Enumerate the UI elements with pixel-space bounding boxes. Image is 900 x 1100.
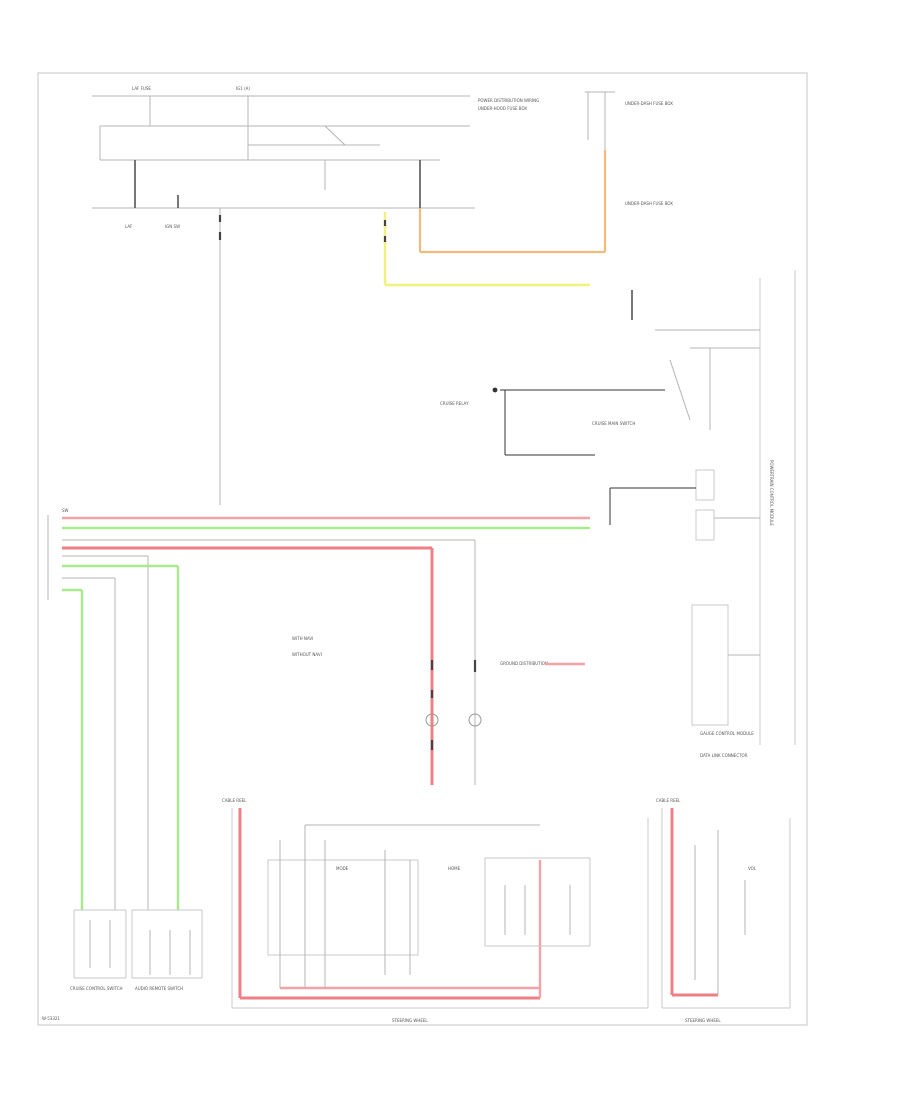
label-fuse-b: IG1 (A) (236, 86, 250, 91)
label-switch: CRUISE MAIN SWITCH (592, 421, 635, 426)
label-switch-block-c: VOL (748, 866, 757, 871)
label-bottom-left-a: CRUISE CONTROL SWITCH (70, 986, 123, 991)
label-module-right: POWERTRAIN CONTROL MODULE (769, 460, 774, 526)
fuse-taps (134, 160, 421, 505)
gray-parallel (62, 539, 482, 785)
steering-box-left: CABLE REEL MODE HOME (222, 798, 649, 1009)
bottom-left-switches (73, 909, 203, 979)
orange-wire (418, 91, 615, 254)
label-vertical-note: DATA LINK CONNECTOR (700, 753, 748, 758)
label-power-note: POWER DISTRIBUTION WIRING (478, 98, 539, 103)
diagram-code: W-53321 (42, 1016, 60, 1021)
label-tap-a: LAF (125, 224, 133, 229)
diagram-frame (37, 72, 808, 1026)
label-steering-box-right: CABLE REEL (656, 798, 681, 803)
label-relay: CRUISE RELAY (440, 401, 469, 406)
label-tap-b: IGN SW (165, 224, 180, 229)
legend-item-2: WITHOUT NAVI (292, 652, 322, 657)
label-fuse-box-mid: UNDER-DASH FUSE BOX (625, 101, 673, 106)
label-fuse-box-right: UNDER-DASH FUSE BOX (625, 201, 673, 206)
red-wire (62, 546, 439, 785)
legend: WITH NAVI WITHOUT NAVI (292, 636, 322, 657)
label-fuse-a: LAF FUSE (132, 86, 151, 91)
label-ground: GROUND DISTRIBUTION (500, 661, 548, 666)
top-bus (92, 95, 475, 209)
steering-box-right: CABLE REEL VOL (656, 798, 791, 1009)
right-module (631, 270, 796, 745)
label-module-lower: GAUGE CONTROL MODULE (700, 731, 754, 736)
label-steering-left: STEERING WHEEL (392, 1018, 428, 1023)
yellow-wire (383, 212, 590, 287)
relay-switch (492, 387, 665, 456)
left-drops (62, 555, 180, 910)
label-left-stack: SW (62, 508, 69, 513)
label-switch-block-b: HOME (448, 866, 461, 871)
label-bottom-left-b: AUDIO REMOTE SWITCH (135, 986, 183, 991)
label-switch-block-a: MODE (336, 866, 349, 871)
label-fuse-box-left: UNDER-HOOD FUSE BOX (478, 106, 527, 111)
label-steering-right: STEERING WHEEL (685, 1018, 721, 1023)
label-steering-box-left: CABLE REEL (222, 798, 247, 803)
left-connector-stack: SW (47, 508, 69, 600)
legend-item-1: WITH NAVI (292, 636, 313, 641)
small-relay-box (609, 469, 760, 726)
